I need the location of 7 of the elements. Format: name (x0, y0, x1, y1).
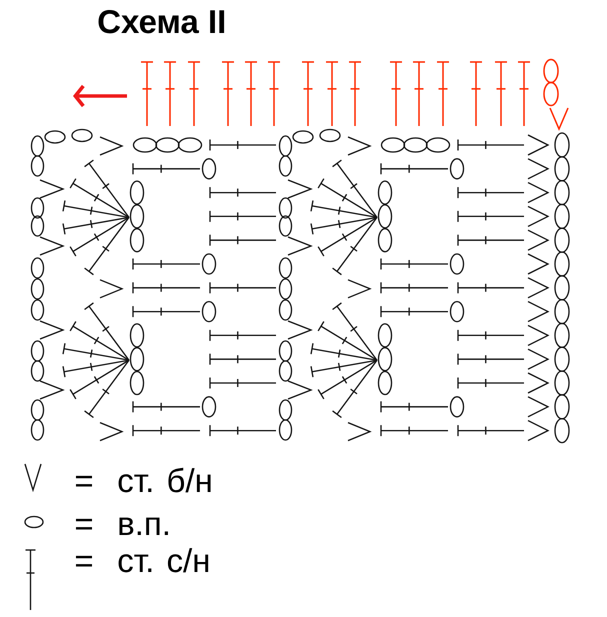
equals-sign: = (76, 476, 92, 486)
legend-text: в.п. (120, 518, 168, 535)
legend-text: ст. б/н (118, 468, 211, 492)
legend-text: ст. с/н (118, 548, 208, 572)
title: Схема II (98, 10, 224, 34)
equals-sign: = (76, 556, 92, 566)
equals-sign: = (76, 518, 92, 530)
